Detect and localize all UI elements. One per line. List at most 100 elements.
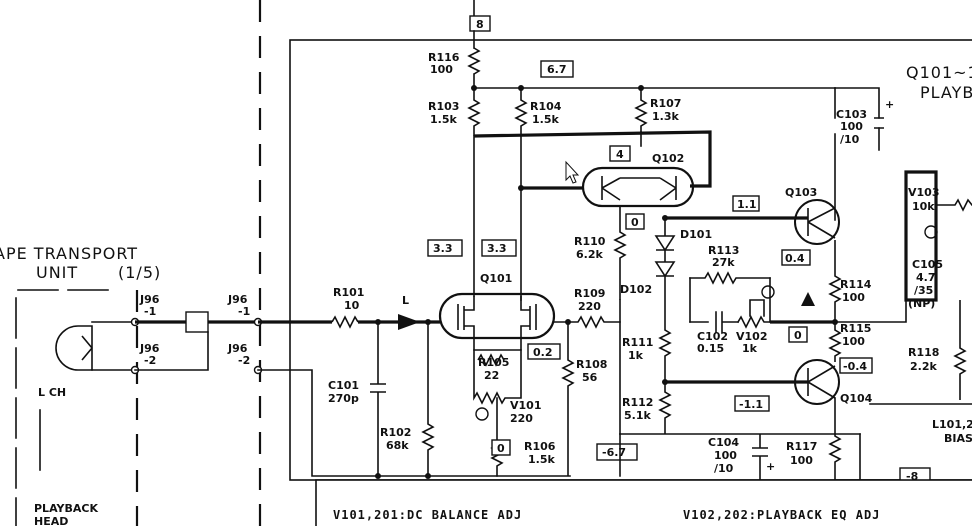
bias-label: BIAS — [944, 432, 972, 445]
voltage-4: 4 — [616, 148, 624, 161]
voltage-box-4 — [609, 145, 631, 162]
cable-shield-symbol — [185, 311, 209, 333]
c103-branch — [834, 87, 880, 151]
r104-name: R104 — [530, 100, 562, 113]
r103-name: R103 — [428, 100, 459, 113]
v101-adjust-icon — [475, 407, 489, 421]
r110-value: 6.2k — [576, 248, 603, 261]
v101-symbol — [473, 349, 522, 405]
r104-symbol — [514, 88, 528, 136]
voltage-box-0-4 — [781, 249, 811, 266]
j96-2-right-label: J96 — [227, 342, 248, 355]
r110-name: R110 — [574, 235, 606, 248]
c104-symbol — [752, 434, 768, 480]
v101-value: 220 — [510, 412, 533, 425]
r107-name: R107 — [650, 97, 681, 110]
signal-label-l: L — [402, 294, 409, 307]
r108-value: 56 — [582, 371, 598, 384]
section-title-line2: PLAYB — [920, 83, 972, 102]
voltage-0-2: 0.2 — [533, 346, 553, 359]
r101-value: 10 — [344, 299, 360, 312]
c103-value2: /10 — [840, 133, 860, 146]
j96-1-left-pin-label: -1 — [144, 305, 156, 318]
r105-value: 22 — [484, 369, 499, 382]
r116-name: R116 — [428, 51, 460, 64]
r101-symbol — [331, 315, 359, 329]
voltage-box-0a — [625, 213, 645, 230]
q102-symbol — [601, 176, 677, 201]
c103-plates — [874, 117, 884, 129]
voltage-m6-7: -6.7 — [602, 446, 626, 459]
q103-label: Q103 — [785, 186, 817, 199]
c105-value1: 4.7 — [916, 271, 936, 284]
r114-name: R114 — [840, 278, 872, 291]
note-dc-balance: V101,201:DC BALANCE ADJ — [333, 508, 522, 522]
r103-symbol — [467, 88, 481, 136]
c101-value: 270p — [328, 392, 359, 405]
voltage-m0-4: -0.4 — [843, 360, 867, 373]
note-playback-eq: V102,202:PLAYBACK EQ ADJ — [683, 508, 880, 522]
r108-symbol — [561, 322, 575, 476]
v103-adjust-icon — [924, 225, 938, 239]
voltage-6-7: 6.7 — [547, 63, 567, 76]
unit-title-line2: UNIT — [36, 263, 78, 282]
r108-name: R108 — [576, 358, 607, 371]
j96-2-left-label: J96 — [139, 342, 160, 355]
r116-symbol — [467, 47, 481, 75]
d102-label: D102 — [620, 283, 652, 296]
voltage-3-3b: 3.3 — [487, 242, 507, 255]
voltage-0b: 0 — [794, 329, 802, 342]
unit-sheet-number: (1/5) — [118, 263, 161, 282]
v103-value: 10k — [912, 200, 935, 213]
c105-name: C105 — [912, 258, 943, 271]
r118-name: R118 — [908, 346, 939, 359]
j96-1-left-label: J96 — [139, 293, 160, 306]
eq-network-sides — [689, 277, 771, 323]
notes-box — [315, 479, 972, 526]
c104-polarity: + — [766, 460, 775, 473]
playback-head-line2: HEAD — [34, 515, 68, 526]
voltage-box-3-3a — [427, 239, 463, 257]
c104-name: C104 — [708, 436, 739, 449]
c103-name: C103 — [836, 108, 867, 121]
q102-collector-bold — [473, 130, 712, 188]
r117-name: R117 — [786, 440, 817, 453]
playback-head-line1: PLAYBACK — [34, 502, 98, 515]
voltage-box-m1-1 — [734, 395, 770, 412]
shield-ground-wire — [134, 331, 209, 371]
ground-return — [257, 369, 571, 477]
voltage-0a: 0 — [631, 216, 639, 229]
adjustment-notes: V101,201:DC BALANCE ADJ V102,202:PLAYBAC… — [315, 479, 972, 526]
voltage-box-m0-4 — [839, 357, 873, 374]
mouse-cursor-icon — [565, 160, 580, 184]
d101-label: D101 — [680, 228, 712, 241]
c104-value1: 100 — [714, 449, 737, 462]
voltage-box-0b — [788, 326, 808, 343]
junction-dot — [375, 473, 381, 479]
j96-1-right-label: J96 — [227, 293, 248, 306]
r111-name: R111 — [622, 336, 653, 349]
r113-value: 27k — [712, 256, 735, 269]
voltage-box-6-7 — [540, 60, 574, 78]
q101-source-link — [473, 337, 522, 351]
v103-name: V103 — [908, 186, 939, 199]
c101-name: C101 — [328, 379, 359, 392]
v101-name: V101 — [510, 399, 541, 412]
r117-value: 100 — [790, 454, 813, 467]
r107-value: 1.3k — [652, 110, 679, 123]
unit-border — [15, 289, 109, 526]
r107-symbol — [634, 88, 648, 132]
v103-c105-module — [904, 170, 938, 302]
rail-6-7 — [473, 73, 836, 89]
junction-dot — [662, 215, 668, 221]
voltage-box-1-1 — [732, 195, 760, 212]
c102-symbol — [689, 311, 739, 333]
q101-label: Q101 — [480, 272, 512, 285]
voltage-box-m6-7 — [596, 443, 638, 461]
r106-name: R106 — [524, 440, 556, 453]
minus-supply-wires — [619, 433, 861, 481]
r102-value: 68k — [386, 439, 409, 452]
r115-name: R115 — [840, 322, 871, 335]
junction-dot — [518, 185, 524, 191]
